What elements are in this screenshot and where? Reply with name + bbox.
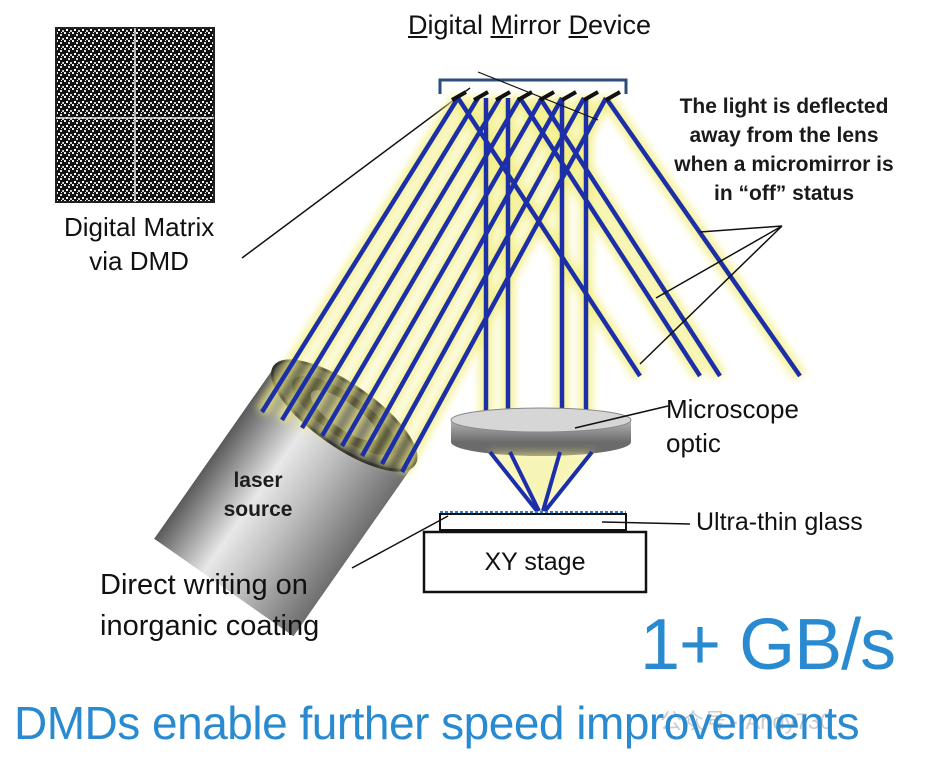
- dmd-title-leader-line: [477, 71, 599, 121]
- laser-source-label: laser source: [210, 466, 306, 524]
- micromirror-3: [517, 90, 533, 102]
- beam-0: [260, 96, 460, 414]
- ultra-thin-glass-label: Ultra-thin glass: [696, 508, 863, 536]
- dmd-mirror-array: [438, 78, 628, 102]
- direct-writing-leader-line: [351, 515, 449, 569]
- focus-cone: [488, 450, 595, 513]
- light-beams: [260, 96, 802, 474]
- micromirror-7: [605, 90, 621, 102]
- beam-6: [380, 96, 586, 466]
- microscope-optic-label: Microscope optic: [666, 392, 799, 460]
- microscope-optic: [450, 407, 632, 456]
- ultra-thin-glass: [439, 511, 627, 531]
- glass-leader-line: [601, 521, 691, 525]
- microscope-label-line1: Microscope: [666, 394, 799, 424]
- direct-writing-line1: Direct writing on: [100, 569, 308, 601]
- watermark: 公众号 · Andy730: [660, 709, 833, 734]
- xy-stage: [422, 530, 648, 594]
- laser-label-line2: source: [223, 498, 293, 521]
- direct-writing-line2: inorganic coating: [100, 610, 320, 642]
- digital-matrix-label-line2: via DMD: [89, 246, 189, 276]
- microscope-leader-line: [574, 405, 669, 429]
- beam-1: [280, 96, 480, 422]
- micromirror-0: [451, 90, 467, 102]
- micromirror-4: [539, 90, 555, 102]
- headline: DMDs enable further speed improvements: [14, 697, 860, 749]
- beam-2: [300, 96, 502, 430]
- micromirror-2: [495, 90, 511, 102]
- laser-label-line1: laser: [233, 469, 283, 492]
- off-status-arrows: [639, 225, 783, 365]
- beam-13: [538, 96, 722, 378]
- speed-label: 1+ GB/s: [640, 605, 896, 685]
- dmd-title: Digital Mirror Device: [408, 10, 652, 40]
- beam-12: [456, 96, 642, 378]
- micromirror-1: [473, 90, 489, 102]
- matrix-leader-line: [241, 87, 471, 259]
- direct-writing-label: Direct writing on inorganic coating: [100, 565, 319, 647]
- beam-14: [604, 96, 802, 378]
- xy-stage-label: XY stage: [484, 548, 586, 576]
- micromirror-5: [561, 90, 577, 102]
- digital-matrix-label-line1: Digital Matrix: [64, 212, 215, 242]
- beam-5: [360, 96, 564, 458]
- digital-matrix-label: Digital Matrix via DMD: [64, 210, 214, 278]
- off-status-note: The light is deflected away from the len…: [674, 95, 894, 205]
- digital-matrix-image: [55, 27, 215, 203]
- beam-15: [518, 96, 702, 378]
- beam-7: [400, 96, 608, 474]
- microscope-label-line2: optic: [666, 428, 721, 458]
- micromirror-6: [583, 90, 599, 102]
